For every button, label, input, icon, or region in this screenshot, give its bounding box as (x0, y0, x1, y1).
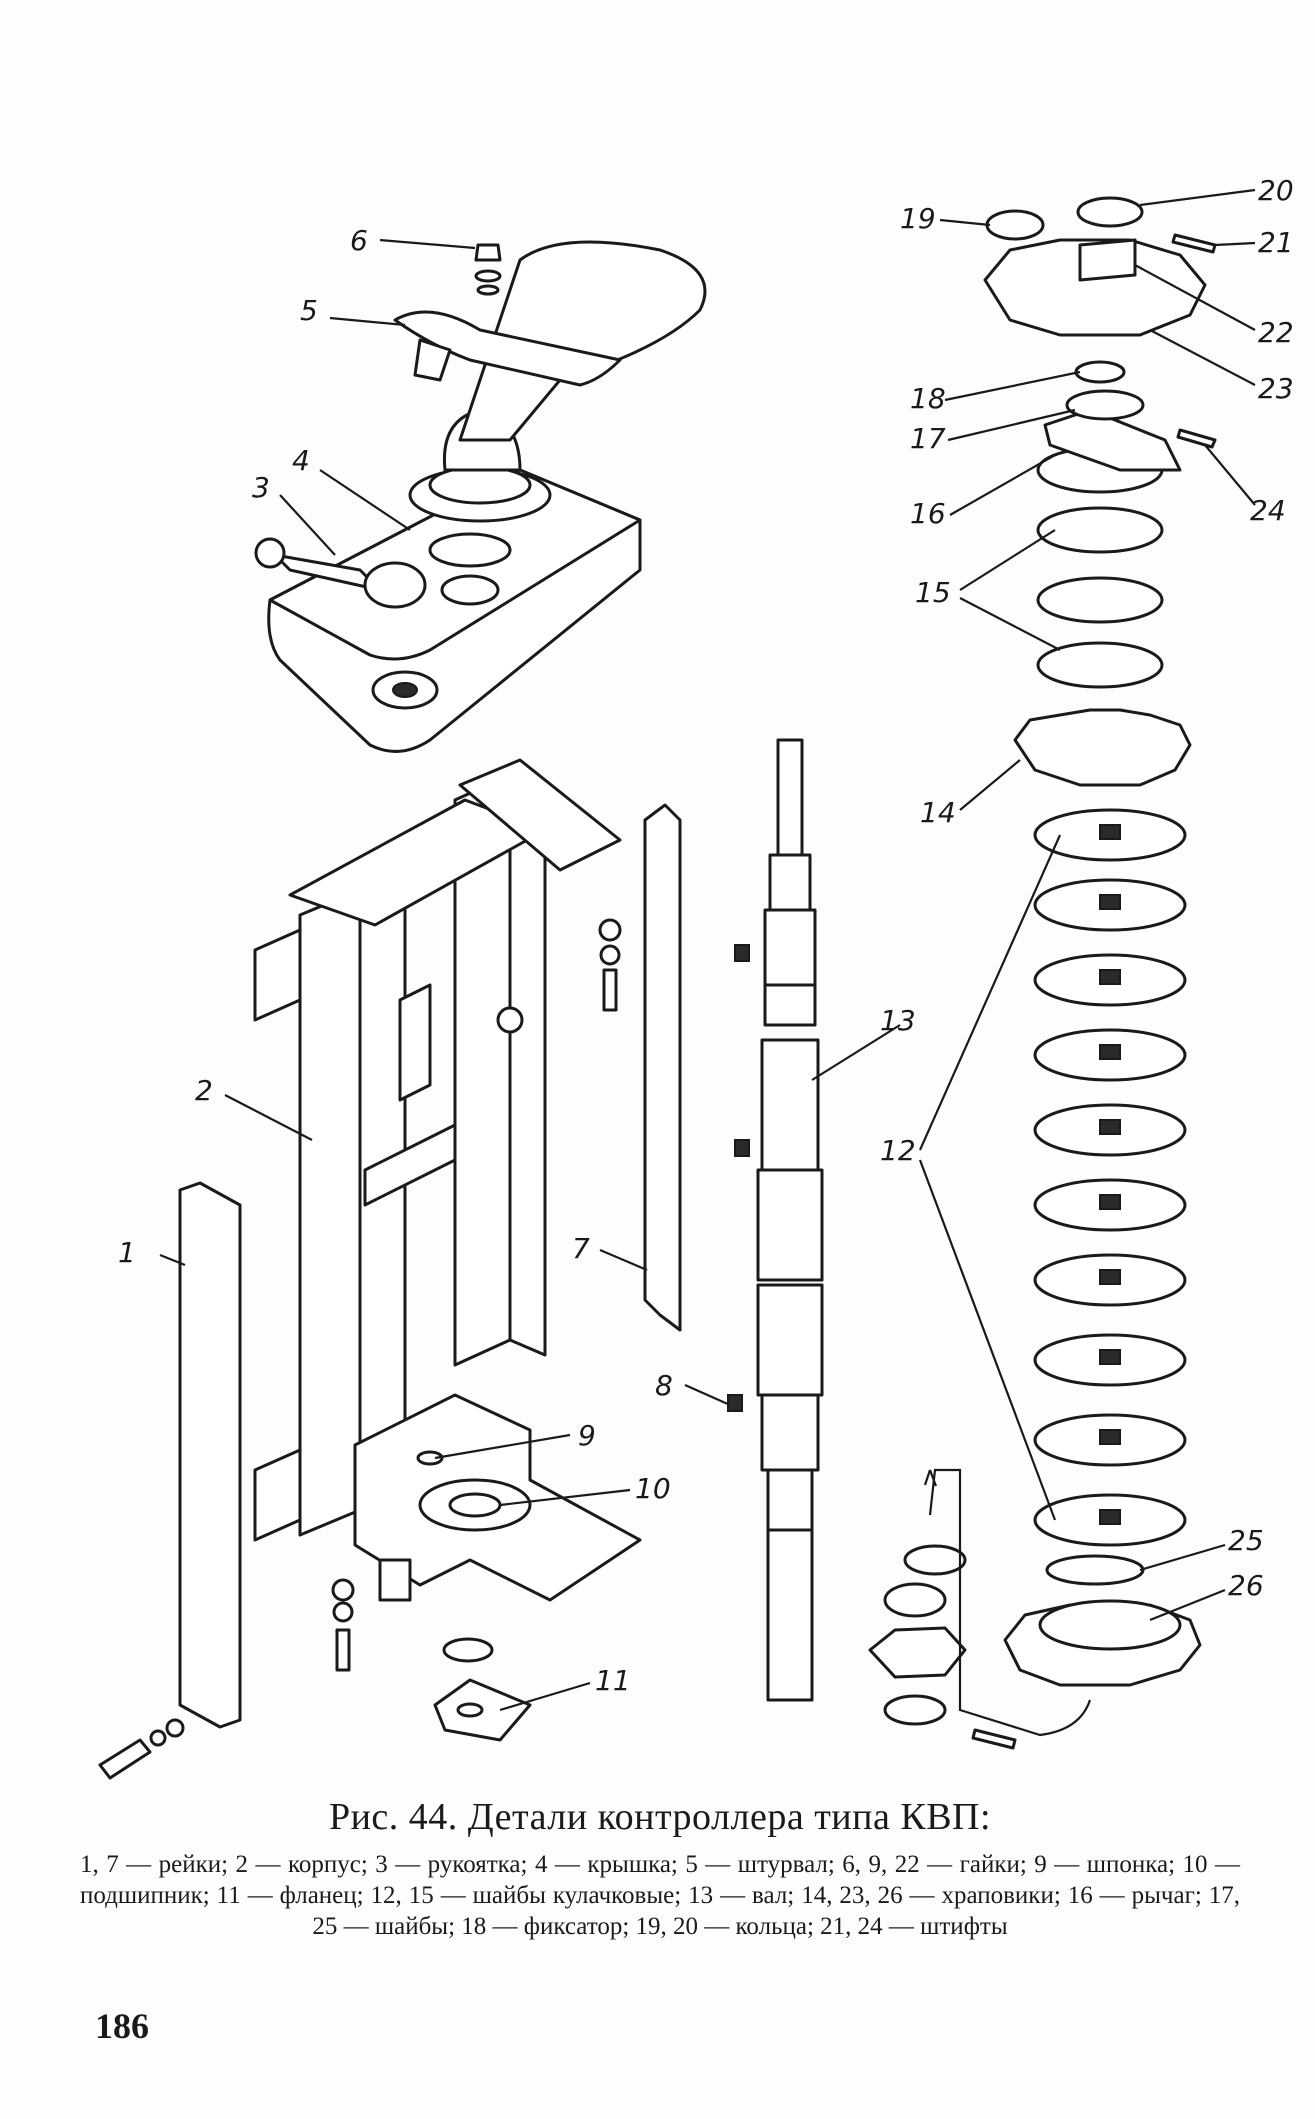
housing-frame (253, 758, 642, 1602)
callout-21: 21 (1258, 226, 1294, 259)
fasteners (98, 918, 622, 1780)
callout-8: 8 (655, 1369, 673, 1402)
callout-20: 20 (1258, 174, 1294, 207)
callout-18: 18 (910, 382, 946, 415)
rail-7 (643, 803, 682, 1332)
callout-11: 11 (595, 1664, 631, 1697)
callout-6: 6 (350, 224, 368, 257)
callout-4: 4 (292, 444, 310, 477)
callout-3: 3 (252, 471, 270, 504)
callout-17: 17 (910, 422, 946, 455)
callout-10: 10 (635, 1472, 671, 1505)
leader-lines (159, 188, 1256, 1712)
callout-1: 1 (118, 1236, 136, 1269)
callout-26: 26 (1228, 1569, 1264, 1602)
callout-7: 7 (572, 1232, 590, 1265)
cover-assembly (254, 240, 707, 753)
callout-22: 22 (1258, 316, 1294, 349)
shaft (727, 738, 824, 1702)
callout-15: 15 (915, 576, 951, 609)
cam-washer-stack (868, 196, 1217, 1750)
callout-2: 2 (195, 1074, 213, 1107)
figure-caption: Рис. 44. Детали контроллера типа КВП: 1,… (60, 1795, 1260, 1942)
exploded-view-drawing: 1 2 3 4 5 6 7 8 9 10 11 12 13 14 15 16 1… (98, 174, 1294, 1780)
caption-title: Рис. 44. Детали контроллера типа КВП: (328, 1796, 992, 1838)
page-number: 186 (95, 2006, 149, 2046)
caption-legend: 1, 7 — рейки; 2 — корпус; 3 — рукоятка; … (80, 1851, 1240, 1940)
callout-labels: 1 2 3 4 5 6 7 8 9 10 11 12 13 14 15 16 1… (118, 174, 1294, 1697)
callout-23: 23 (1258, 372, 1294, 405)
callout-16: 16 (910, 497, 946, 530)
rail-1 (178, 1181, 242, 1729)
callout-9: 9 (578, 1419, 596, 1452)
callout-12: 12 (880, 1134, 916, 1167)
callout-19: 19 (900, 202, 936, 235)
callout-14: 14 (920, 796, 956, 829)
callout-13: 13 (880, 1004, 916, 1037)
callout-24: 24 (1250, 494, 1286, 527)
callout-25: 25 (1228, 1524, 1264, 1557)
callout-5: 5 (300, 294, 318, 327)
